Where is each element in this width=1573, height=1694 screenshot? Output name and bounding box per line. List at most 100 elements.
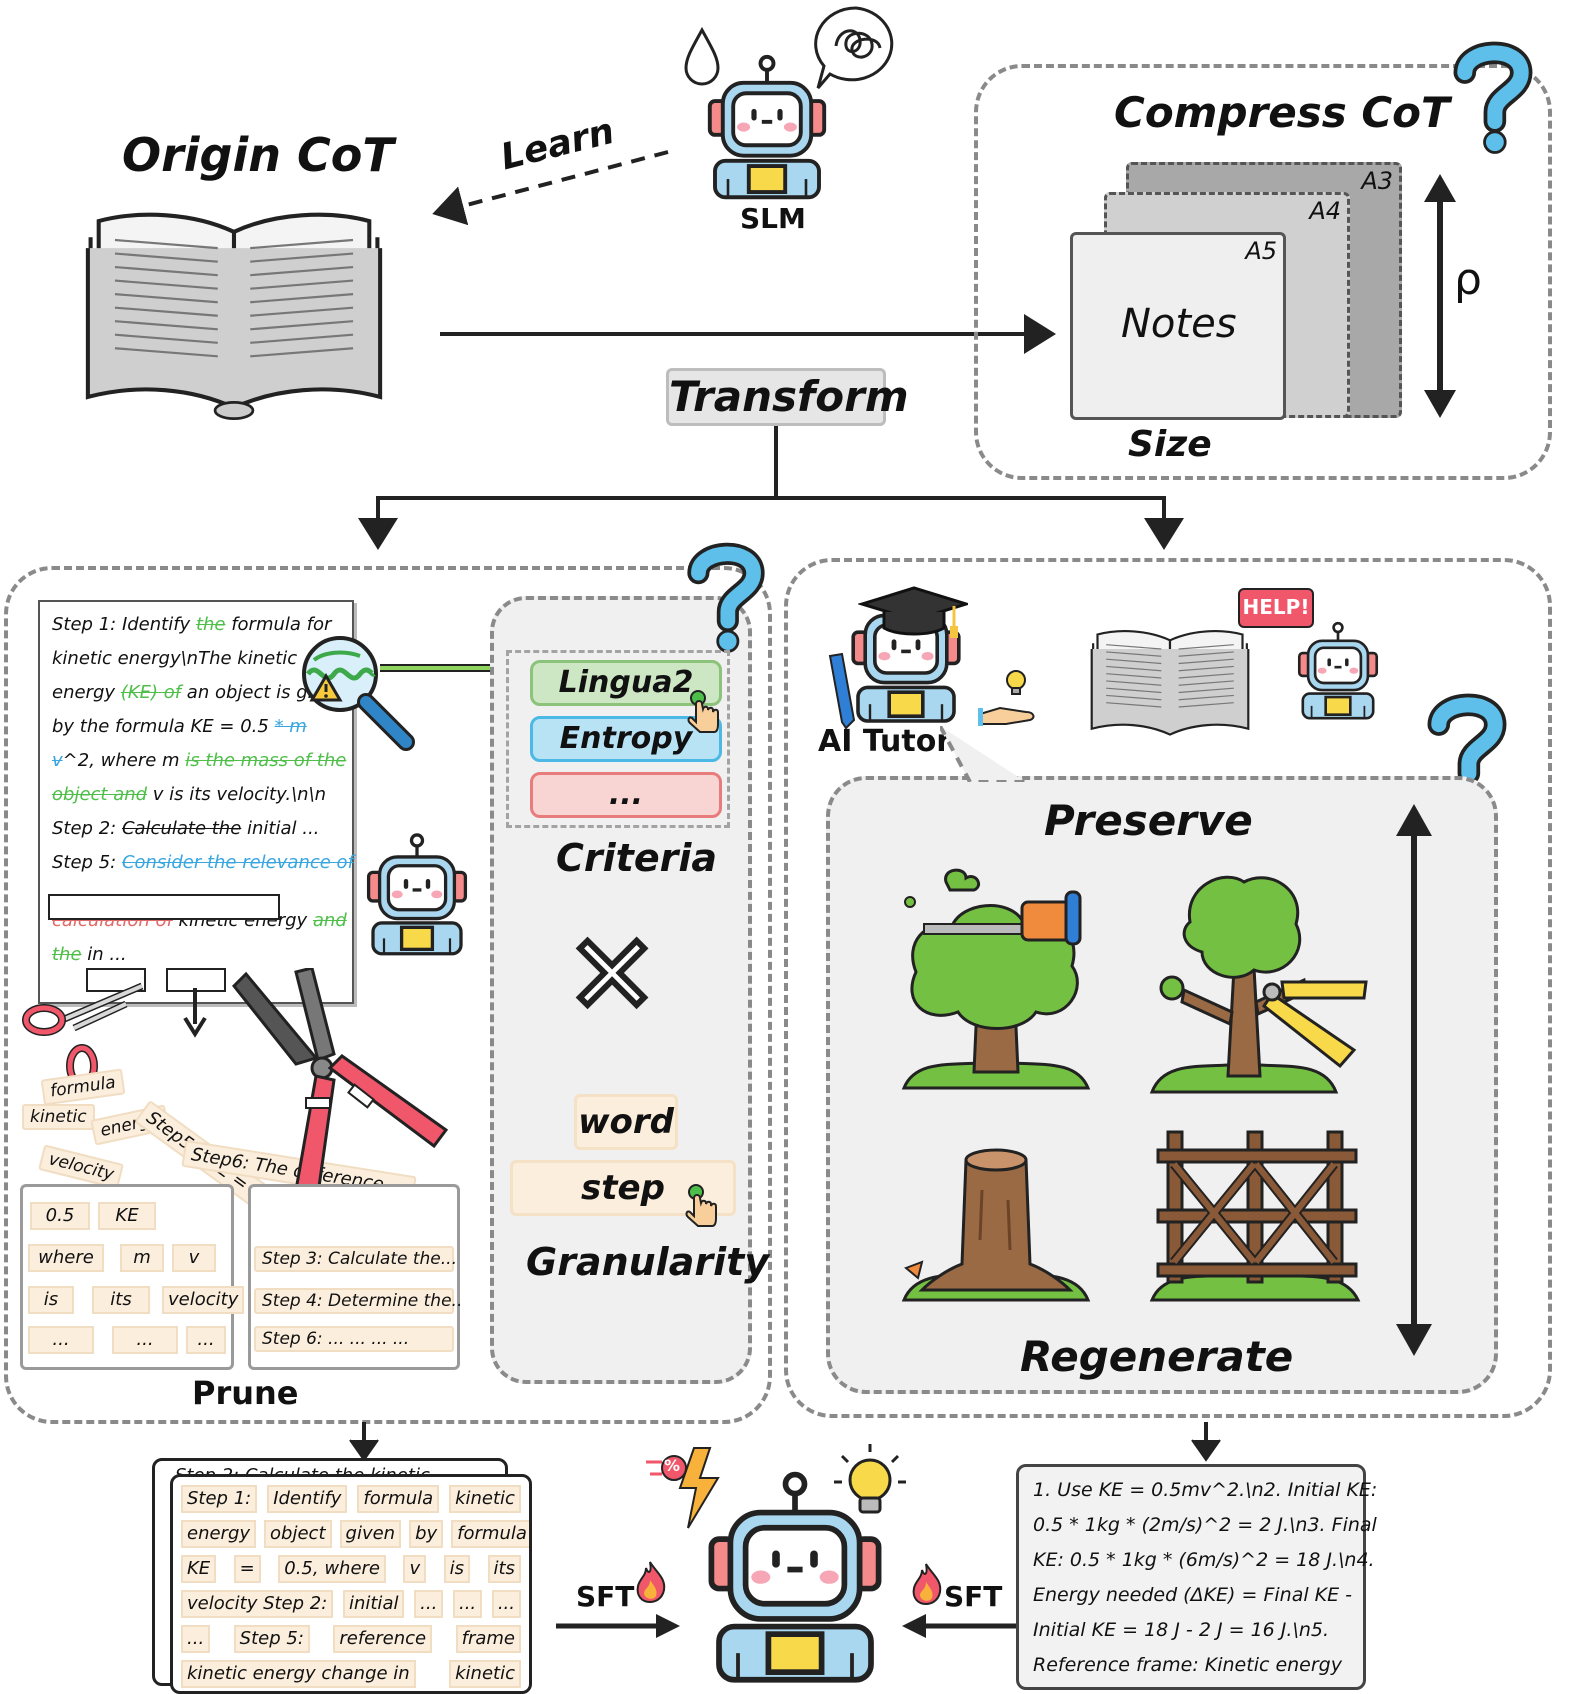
slm-label: SLM	[740, 202, 806, 235]
speech-pointer	[940, 726, 1026, 782]
scissors-icon	[22, 982, 144, 1088]
help-bubble: HELP!	[1238, 588, 1314, 628]
token-cell: 0.5	[30, 1202, 90, 1230]
criterion-more[interactable]: ...	[530, 772, 722, 818]
paper-a3-label: A3	[1361, 167, 1393, 195]
pruned-token: ...	[491, 1590, 521, 1618]
pruned-row: Step 1: Identify formula kinetic	[181, 1485, 521, 1513]
rho-arrow	[1424, 174, 1456, 418]
granularity-label: Granularity	[526, 1240, 770, 1284]
regen-text-line: 1. Use KE = 0.5mv^2.\n2. Initial KE:	[1033, 1479, 1378, 1501]
token-cell: where	[28, 1244, 104, 1272]
preserve-label: Preserve	[1044, 796, 1253, 845]
tree-stump-icon	[901, 1148, 1091, 1302]
pruned-token: initial	[342, 1590, 405, 1618]
bottom-arrows	[349, 1422, 1221, 1638]
blank-token-box-2	[166, 968, 226, 992]
pruned-token: its	[487, 1555, 521, 1583]
pruned-token: kinetic	[449, 1660, 521, 1688]
magnifier-icon	[302, 636, 415, 751]
pruned-tree-icon	[1149, 875, 1368, 1094]
document-line: Step 5: Consider the relevance of	[52, 852, 354, 873]
pruned-token: reference	[333, 1625, 433, 1653]
fire-icon	[636, 1561, 666, 1604]
step-list-item: Step 4: Determine the..	[254, 1288, 462, 1314]
pruned-token: Step 1:	[181, 1485, 258, 1513]
pruned-token: ...	[414, 1590, 444, 1618]
preserve-regenerate-arrow	[1396, 804, 1432, 1356]
pruned-token: given	[339, 1520, 402, 1548]
removed-token: Calculate the	[121, 818, 242, 839]
sft-right-label: SFT	[944, 1580, 1003, 1613]
kept-text: in ...	[81, 944, 127, 965]
paper-a5-label: A5	[1245, 237, 1277, 265]
pruned-token: =	[233, 1555, 261, 1583]
regenerate-label: Regenerate	[1020, 1332, 1294, 1381]
sweat-drop-icon	[684, 26, 720, 86]
criteria-label: Criteria	[556, 836, 717, 880]
compress-cot-region	[974, 64, 1552, 480]
question-mark-icon	[1446, 26, 1540, 170]
reference-book-icon	[1090, 630, 1250, 736]
step-list-item: Step 6: ... ... ... ...	[254, 1326, 454, 1352]
prune-region	[4, 566, 772, 1424]
transform-box: Transform	[666, 368, 909, 426]
criteria-selection-box	[506, 650, 730, 828]
removed-token: object and	[52, 784, 148, 805]
kept-text: Step 2:	[52, 818, 122, 839]
confused-bubble-icon	[814, 6, 894, 89]
removed-token: * m	[274, 716, 307, 737]
compress-cot-title: Compress CoT	[1114, 88, 1450, 137]
token-cell: ...	[186, 1326, 226, 1354]
prune-down-arrow	[183, 988, 207, 1038]
scaffold-frame-icon	[1149, 1130, 1361, 1302]
pruned-row: ... Step 5: reference frame	[181, 1625, 521, 1653]
kept-text: Step 5:	[52, 852, 122, 873]
document-line: v^2, where m is the mass of the	[52, 750, 346, 771]
pruned-token: KE	[181, 1555, 217, 1583]
kept-text: energy	[52, 682, 121, 703]
kept-text: Step 1: Identify	[52, 614, 196, 635]
document-line: energy (KE) of an object is gi	[52, 682, 313, 703]
fire-icon	[912, 1563, 942, 1606]
token-cell: velocity	[162, 1286, 245, 1314]
pruned-token: by	[409, 1520, 444, 1548]
pruned-token: Step 5:	[233, 1625, 310, 1653]
removed-token: is the mass of the	[185, 750, 347, 771]
token-cell: m	[120, 1244, 164, 1272]
pointer-hand-icon	[685, 1184, 717, 1227]
percent-symbol: %	[664, 1456, 681, 1475]
document-line: Step 1: Identify the formula for	[52, 614, 331, 635]
criterion-lingua2[interactable]: Lingua2	[530, 660, 722, 706]
kept-text: ^2, where m	[62, 750, 186, 771]
pruned-token: kinetic	[449, 1485, 521, 1513]
prune-label: Prune	[192, 1374, 299, 1412]
kept-text: formula for	[225, 614, 332, 635]
removed-token: and	[312, 910, 347, 931]
pruned-token: Identify	[267, 1485, 348, 1513]
pruned-token: 0.5, where	[278, 1555, 386, 1583]
kept-text: kinetic energy\nThe kinetic	[52, 648, 298, 669]
removed-token: (KE) of	[120, 682, 182, 703]
document-line: the in ...	[52, 944, 127, 965]
regenerated-output-card: 1. Use KE = 0.5mv^2.\n2. Initial KE: 0.5…	[1016, 1464, 1378, 1690]
student-robot-icon	[1297, 621, 1379, 720]
cross-icon: ✕	[563, 911, 661, 1039]
pruned-token: formula	[357, 1485, 440, 1513]
removed-token: Consider the relevance of	[121, 852, 354, 873]
token-cell: is	[28, 1286, 74, 1314]
pruned-token: frame	[455, 1625, 521, 1653]
removed-token: the	[52, 944, 82, 965]
pruned-token: is	[443, 1555, 471, 1583]
lightbulb-icon	[834, 1444, 906, 1514]
trimmed-tree-icon	[901, 868, 1091, 1090]
regen-text-line: Reference frame: Kinetic energy	[1033, 1654, 1342, 1676]
pruned-token: ...	[181, 1625, 211, 1653]
kept-text: by the formula KE = 0.5	[52, 716, 275, 737]
granularity-word[interactable]: word	[574, 1094, 678, 1150]
transform-label: Transform	[669, 372, 909, 421]
pruned-token: energy	[181, 1520, 257, 1548]
